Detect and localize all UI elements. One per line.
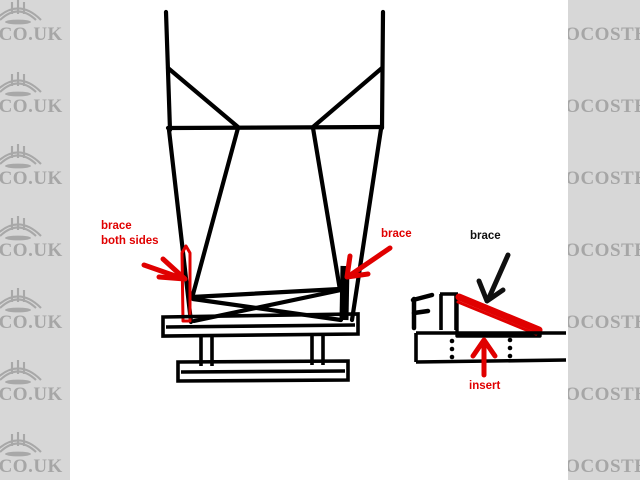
rail-lower-box bbox=[176, 359, 350, 383]
locost-car-logo-icon bbox=[0, 216, 42, 241]
locost-car-logo-icon bbox=[0, 432, 42, 457]
detail-view bbox=[410, 292, 567, 364]
detail-chassis-rail bbox=[414, 331, 567, 364]
watermark-text: LOCOSTBUILDERS.CO.UK bbox=[0, 24, 63, 45]
detail-insert-dots bbox=[449, 337, 513, 360]
member-right-upper-gusset bbox=[310, 65, 385, 130]
watermark-row: LOCOSTBUILDERS.CO.UKLOCOSTBUILDERS.CO.UK bbox=[568, 138, 640, 210]
watermark-row: LOCOSTBUILDERS.CO.UKLOCOSTBUILDERS.CO.UK bbox=[0, 354, 70, 426]
watermark-text: LOCOSTBUILDERS.CO.UK bbox=[0, 240, 63, 261]
watermark-tile-right: LOCOSTBUILDERS.CO.UKLOCOSTBUILDERS.CO.UK… bbox=[568, 0, 640, 480]
watermark-tile-left: LOCOSTBUILDERS.CO.UKLOCOSTBUILDERS.CO.UK… bbox=[0, 0, 70, 480]
watermark-row: LOCOSTBUILDERS.CO.UKLOCOSTBUILDERS.CO.UK bbox=[568, 0, 640, 66]
member-lower-crossmember bbox=[189, 286, 343, 300]
watermark-text: LOCOSTBUILDERS.CO.UK bbox=[0, 168, 63, 189]
watermark-text: LOCOSTBUILDERS.CO.UK bbox=[568, 312, 640, 333]
member-left-inner-diagonal bbox=[189, 125, 241, 301]
watermark-logo-icon bbox=[0, 284, 44, 314]
arrow-to-right-brace-icon bbox=[344, 245, 393, 280]
watermark-logo-icon bbox=[0, 356, 44, 386]
watermark-row: LOCOSTBUILDERS.CO.UKLOCOSTBUILDERS.CO.UK bbox=[568, 66, 640, 138]
watermark-text: LOCOSTBUILDERS.CO.UK bbox=[0, 96, 63, 117]
detail-marker-f bbox=[410, 292, 435, 331]
locost-car-logo-icon bbox=[0, 288, 42, 313]
label-brace-right: brace bbox=[381, 228, 412, 240]
rail-upper-box bbox=[161, 312, 360, 338]
watermark-row: LOCOSTBUILDERS.CO.UKLOCOSTBUILDERS.CO.UK bbox=[568, 210, 640, 282]
watermark-text: LOCOSTBUILDERS.CO.UK bbox=[568, 168, 640, 189]
member-x-brace-a bbox=[190, 296, 344, 323]
rail-upper-box-inner bbox=[165, 323, 356, 329]
rail-lower-box-inner bbox=[180, 369, 346, 374]
detail-diagonal-brace-red bbox=[455, 293, 543, 334]
locost-car-logo-icon bbox=[0, 360, 42, 385]
locost-car-logo-icon bbox=[0, 0, 42, 25]
watermark-text: LOCOSTBUILDERS.CO.UK bbox=[568, 456, 640, 477]
watermark-text: LOCOSTBUILDERS.CO.UK bbox=[568, 240, 640, 261]
watermark-row: LOCOSTBUILDERS.CO.UKLOCOSTBUILDERS.CO.UK bbox=[0, 426, 70, 480]
main-view-box-rails bbox=[161, 312, 360, 383]
watermark-logo-icon bbox=[0, 212, 44, 242]
watermark-text: LOCOSTBUILDERS.CO.UK bbox=[0, 384, 63, 405]
watermark-row: LOCOSTBUILDERS.CO.UKLOCOSTBUILDERS.CO.UK bbox=[0, 210, 70, 282]
member-left-outer-rail bbox=[166, 127, 194, 325]
watermark-text: LOCOSTBUILDERS.CO.UK bbox=[0, 456, 63, 477]
watermark-band-right: LOCOSTBUILDERS.CO.UKLOCOSTBUILDERS.CO.UK… bbox=[568, 0, 640, 480]
arrow-to-left-brace-icon bbox=[141, 256, 188, 282]
label-brace-both-sides-line2: both sides bbox=[101, 235, 159, 247]
member-left-brace-highlight bbox=[180, 244, 192, 323]
member-right-outer-rail bbox=[349, 126, 384, 323]
watermark-text: LOCOSTBUILDERS.CO.UK bbox=[0, 312, 63, 333]
watermark-row: LOCOSTBUILDERS.CO.UKLOCOSTBUILDERS.CO.UK bbox=[0, 66, 70, 138]
label-brace-both-sides: brace both sides bbox=[101, 219, 159, 249]
watermark-text: LOCOSTBUILDERS.CO.UK bbox=[568, 24, 640, 45]
member-left-upright bbox=[163, 9, 173, 133]
detail-diagonal-brace-red-edge bbox=[456, 300, 538, 336]
label-insert: insert bbox=[469, 380, 501, 392]
member-left-upper-gusset bbox=[165, 65, 241, 130]
arrow-to-detail-brace-icon bbox=[476, 252, 511, 304]
watermark-row: LOCOSTBUILDERS.CO.UKLOCOSTBUILDERS.CO.UK bbox=[0, 138, 70, 210]
watermark-row: LOCOSTBUILDERS.CO.UKLOCOSTBUILDERS.CO.UK bbox=[568, 426, 640, 480]
watermark-row: LOCOSTBUILDERS.CO.UKLOCOSTBUILDERS.CO.UK bbox=[568, 282, 640, 354]
watermark-logo-icon bbox=[0, 68, 44, 98]
member-right-brace-highlight bbox=[339, 265, 350, 321]
member-right-inner-diagonal bbox=[310, 125, 343, 293]
watermark-logo-icon bbox=[0, 0, 44, 26]
watermark-logo-icon bbox=[0, 428, 44, 458]
watermark-logo-icon bbox=[0, 140, 44, 170]
watermark-band-left: LOCOSTBUILDERS.CO.UKLOCOSTBUILDERS.CO.UK… bbox=[0, 0, 70, 480]
watermark-row: LOCOSTBUILDERS.CO.UKLOCOSTBUILDERS.CO.UK bbox=[0, 0, 70, 66]
watermark-row: LOCOSTBUILDERS.CO.UKLOCOSTBUILDERS.CO.UK bbox=[568, 354, 640, 426]
watermark-text: LOCOSTBUILDERS.CO.UK bbox=[568, 96, 640, 117]
member-upper-crossmember bbox=[165, 124, 385, 131]
label-brace-detail: brace bbox=[470, 230, 501, 242]
watermark-row: LOCOSTBUILDERS.CO.UKLOCOSTBUILDERS.CO.UK bbox=[0, 282, 70, 354]
watermark-text: LOCOSTBUILDERS.CO.UK bbox=[568, 384, 640, 405]
locost-car-logo-icon bbox=[0, 72, 42, 97]
label-brace-both-sides-line1: brace bbox=[101, 220, 132, 232]
main-view-frame bbox=[163, 9, 386, 325]
locost-car-logo-icon bbox=[0, 144, 42, 169]
arrow-to-insert-icon bbox=[470, 337, 498, 378]
